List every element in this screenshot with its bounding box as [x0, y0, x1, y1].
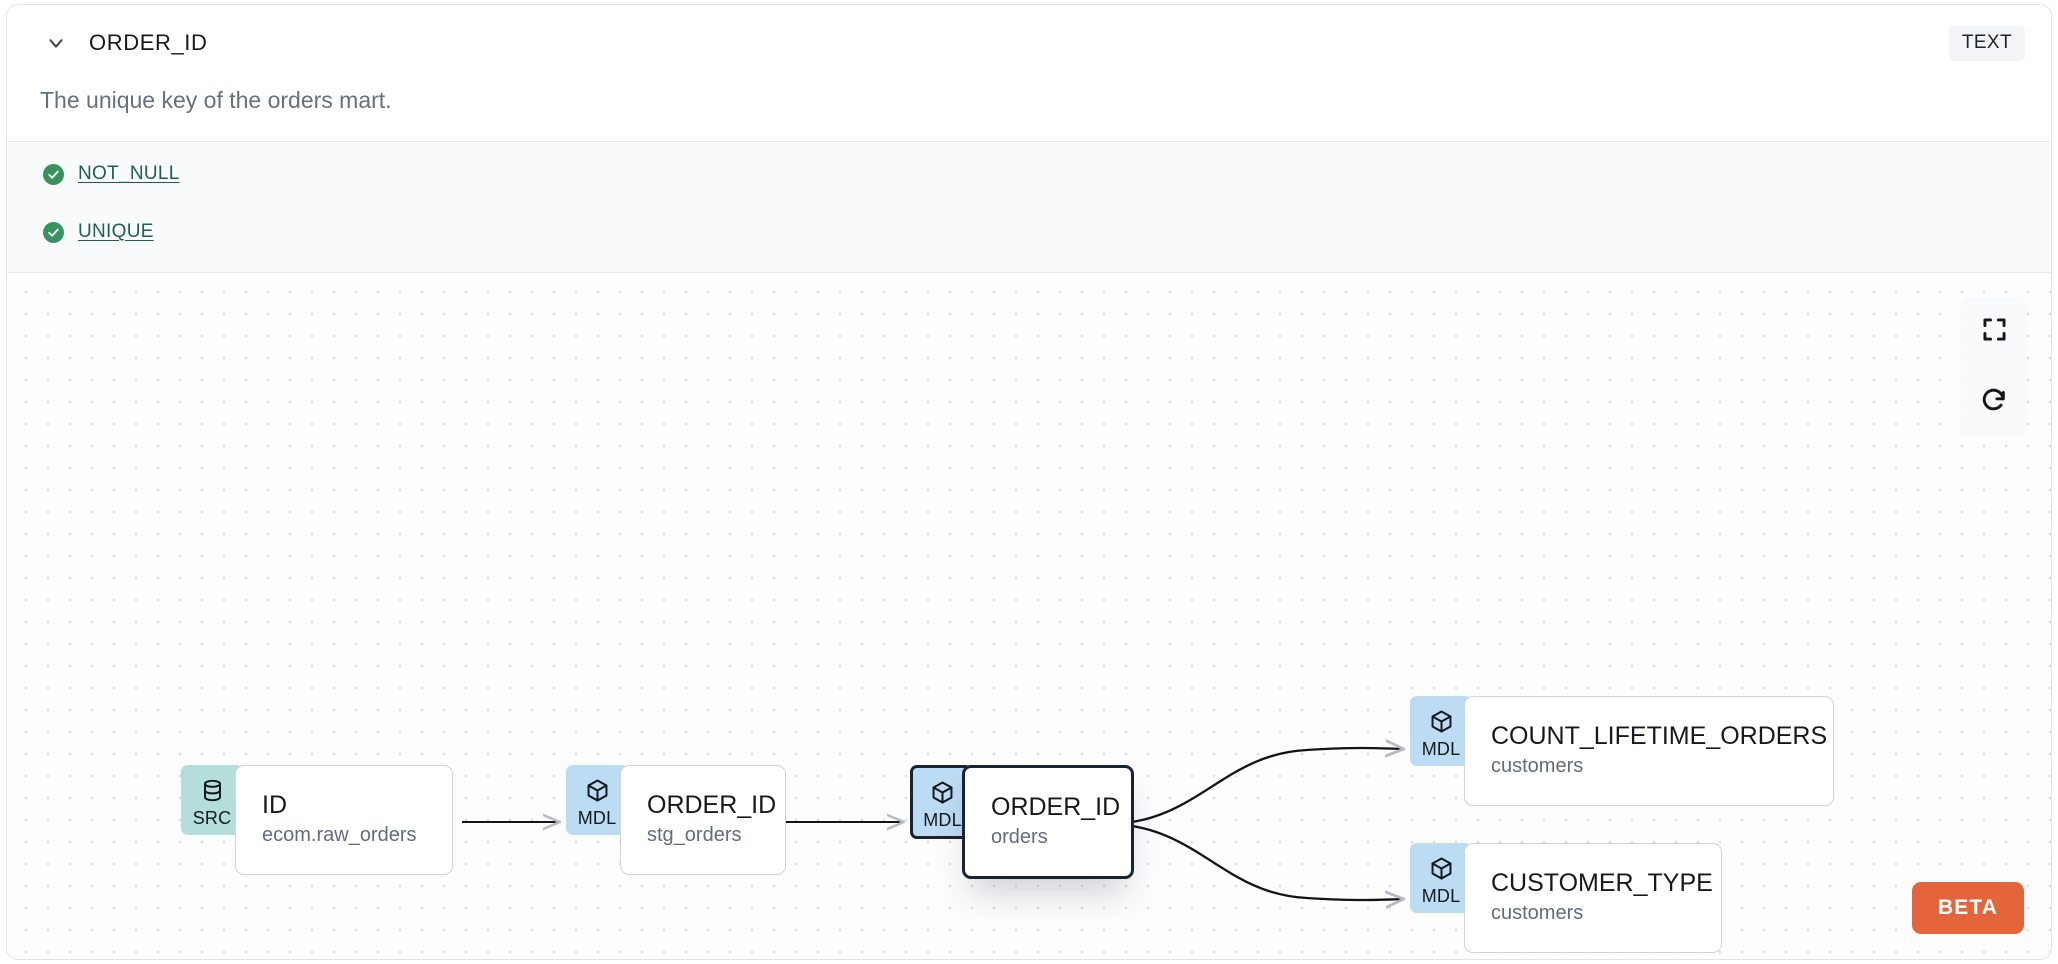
cube-icon	[1429, 709, 1454, 739]
node-badge-label: MDL	[1421, 738, 1461, 759]
cube-icon	[930, 780, 955, 810]
check-circle-icon	[43, 221, 64, 243]
tests-section: NOT_NULL UNIQUE	[7, 141, 2051, 273]
header-title-row: ORDER_ID	[43, 30, 208, 56]
lineage-node-src-id[interactable]: SRC ID ecom.raw_orders	[181, 765, 453, 875]
page-title: ORDER_ID	[89, 30, 208, 55]
node-name: COUNT_LIFETIME_ORDERS	[1491, 722, 1828, 750]
test-item-unique[interactable]: UNIQUE	[43, 221, 154, 243]
node-badge-src: SRC	[181, 765, 243, 835]
node-badge-label: MDL	[577, 807, 617, 828]
node-name: ID	[262, 791, 287, 819]
node-subtitle: customers	[1491, 902, 1584, 924]
test-link-label[interactable]: NOT_NULL	[78, 163, 180, 184]
fullscreen-icon	[1981, 316, 2008, 348]
reset-button[interactable]	[1961, 367, 2027, 437]
database-icon	[200, 778, 225, 808]
beta-badge[interactable]: BETA	[1911, 882, 2024, 934]
node-subtitle: orders	[991, 826, 1048, 848]
canvas-controls	[1961, 297, 2027, 437]
column-detail-card: ORDER_ID TEXT The unique key of the orde…	[6, 4, 2052, 960]
node-name: ORDER_ID	[991, 793, 1121, 821]
node-badge-mdl: MDL	[1410, 843, 1472, 913]
lineage-node-count-lifetime-orders[interactable]: MDL COUNT_LIFETIME_ORDERS customers	[1410, 696, 1834, 806]
node-name: ORDER_ID	[647, 791, 777, 819]
node-subtitle: stg_orders	[647, 824, 742, 846]
chevron-down-icon[interactable]	[43, 30, 69, 56]
edge-orders-to-customer-type	[1106, 822, 1403, 900]
node-body: ID ecom.raw_orders	[235, 765, 453, 875]
lineage-node-customer-type[interactable]: MDL CUSTOMER_TYPE customers	[1410, 843, 1722, 953]
node-subtitle: ecom.raw_orders	[262, 824, 417, 846]
node-badge-mdl: MDL	[910, 765, 972, 839]
cube-icon	[1429, 856, 1454, 886]
test-link-label[interactable]: UNIQUE	[78, 221, 154, 242]
cube-icon	[585, 778, 610, 808]
node-badge-mdl: MDL	[566, 765, 628, 835]
refresh-icon	[1980, 386, 2008, 419]
check-circle-icon	[43, 163, 64, 185]
fit-view-button[interactable]	[1961, 297, 2027, 367]
lineage-node-stg-order-id[interactable]: MDL ORDER_ID stg_orders	[566, 765, 786, 875]
test-item-not-null[interactable]: NOT_NULL	[43, 163, 180, 185]
edge-orders-to-count-lifetime	[1106, 748, 1403, 826]
node-badge-label: MDL	[1421, 885, 1461, 906]
node-subtitle: customers	[1491, 755, 1584, 777]
data-type-badge: TEXT	[1948, 26, 2025, 61]
lineage-canvas[interactable]: SRC ID ecom.raw_orders MDL ORDER_ID stg_…	[7, 273, 2051, 959]
node-badge-mdl: MDL	[1410, 696, 1472, 766]
node-name: CUSTOMER_TYPE	[1491, 869, 1713, 897]
node-body: ORDER_ID stg_orders	[620, 765, 786, 875]
column-description: The unique key of the orders mart.	[40, 87, 392, 113]
node-body: ORDER_ID orders	[962, 765, 1134, 879]
node-body: CUSTOMER_TYPE customers	[1464, 843, 1722, 953]
node-body: COUNT_LIFETIME_ORDERS customers	[1464, 696, 1834, 806]
lineage-node-orders-order-id-selected[interactable]: MDL ORDER_ID orders	[910, 765, 1134, 879]
node-badge-label: SRC	[192, 807, 232, 828]
node-badge-label: MDL	[923, 809, 962, 830]
card-header: ORDER_ID TEXT The unique key of the orde…	[7, 5, 2051, 141]
